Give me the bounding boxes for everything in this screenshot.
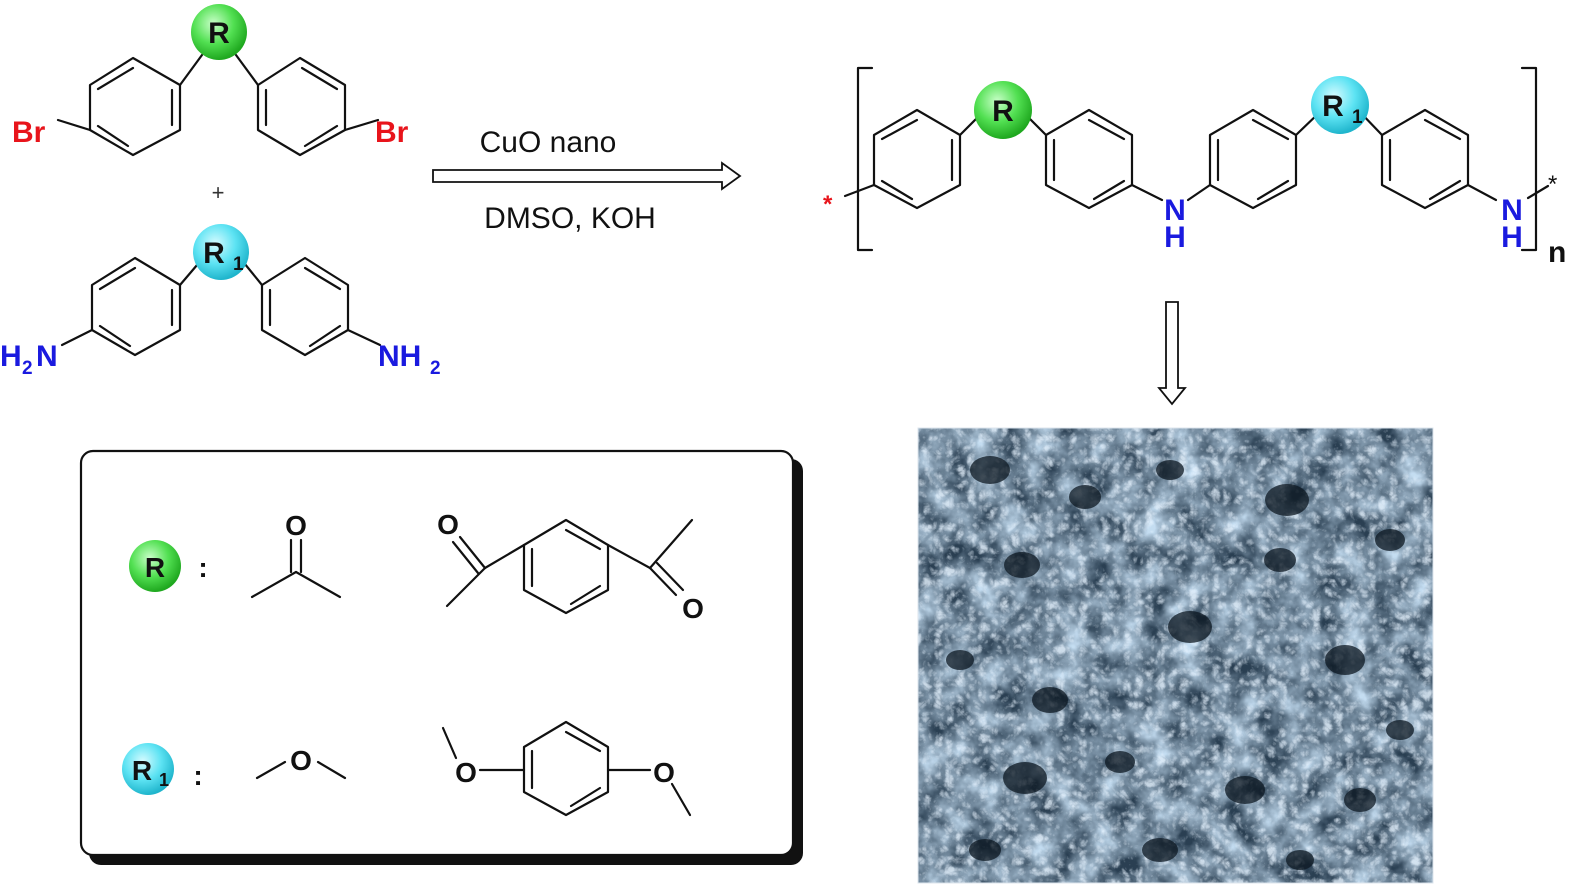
r-circle xyxy=(191,4,247,60)
diacetyl-o-top: O xyxy=(437,509,459,540)
polymer-h2: H xyxy=(1501,221,1523,254)
down-arrow xyxy=(1157,301,1187,406)
polymer-n1: N xyxy=(1164,194,1186,227)
diacetyl-o-bottom: O xyxy=(682,593,704,624)
bracket-right xyxy=(1520,66,1538,252)
nh2-left-h: H xyxy=(0,340,22,373)
polymer-n2: N xyxy=(1501,194,1523,227)
reagent-top: CuO nano xyxy=(480,126,617,159)
polymer-r-label: R xyxy=(992,95,1014,128)
plus-sign: + xyxy=(212,180,225,205)
legend-r1-label: R xyxy=(132,755,152,786)
legend-box xyxy=(79,449,795,857)
legend-r1-circle xyxy=(122,743,174,795)
polymer-product: R R 1 N H N H * * n xyxy=(823,66,1566,269)
dibromo-reactant: R Br Br xyxy=(12,4,409,157)
substituent-legend: R : O O O R 1 : O xyxy=(79,449,803,865)
polymer-r1-subscript: 1 xyxy=(1352,107,1363,128)
legend-r-label: R xyxy=(145,552,165,583)
r1-circle xyxy=(193,224,249,280)
r-label: R xyxy=(208,17,230,50)
reagent-bottom: DMSO, KOH xyxy=(484,202,656,235)
legend-r1-colon: : xyxy=(193,760,202,791)
nh2-right: NH xyxy=(378,340,421,373)
br-left-label: Br xyxy=(12,116,46,149)
legend-r1-subscript: 1 xyxy=(159,770,169,790)
nh2-left-n: N xyxy=(36,340,58,373)
nh2-right-sub: 2 xyxy=(430,358,441,379)
r1-subscript: 1 xyxy=(233,254,244,275)
polymer-h1: H xyxy=(1164,221,1186,254)
polymer-r-circle xyxy=(974,81,1032,139)
r1-label: R xyxy=(203,237,225,270)
polymer-r1-label: R xyxy=(1322,90,1344,123)
polymer-r1-circle xyxy=(1311,76,1369,134)
sem-micrograph xyxy=(917,427,1434,884)
legend-r-colon: : xyxy=(198,552,207,583)
ketone-o: O xyxy=(285,510,307,541)
ether-o: O xyxy=(290,745,312,776)
diamine-reactant: R 1 H 2 N NH 2 xyxy=(0,224,441,379)
br-right-label: Br xyxy=(375,116,409,149)
bracket-left xyxy=(856,66,874,252)
legend-r-circle xyxy=(129,540,181,592)
polymer-star-left: * xyxy=(823,191,833,218)
nh2-left-sub: 2 xyxy=(22,358,33,379)
reaction-arrow xyxy=(432,161,742,191)
diether-o-left: O xyxy=(455,757,477,788)
diether-o-right: O xyxy=(653,757,675,788)
polymer-star-right: * xyxy=(1548,171,1557,198)
repeat-unit-n: n xyxy=(1548,236,1566,269)
